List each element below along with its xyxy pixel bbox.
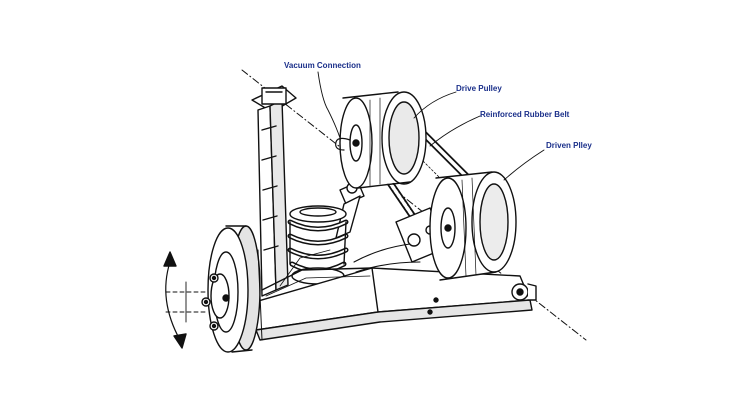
label-reinforced-rubber-belt: Reinforced Rubber Belt xyxy=(480,110,570,119)
vertical-strut xyxy=(251,85,297,297)
vacuum-hose xyxy=(335,137,351,151)
driven-pulley xyxy=(429,171,517,281)
label-driven-pulley: Driven Plley xyxy=(546,141,592,150)
drive-pulley xyxy=(339,91,427,189)
rotation-arrow xyxy=(163,251,206,349)
label-vacuum-connection: Vacuum Connection xyxy=(284,61,361,70)
leader-lines xyxy=(317,71,545,181)
wheel-hub xyxy=(201,225,263,353)
label-drive-pulley: Drive Pulley xyxy=(456,84,502,93)
coil-spring xyxy=(287,205,349,285)
